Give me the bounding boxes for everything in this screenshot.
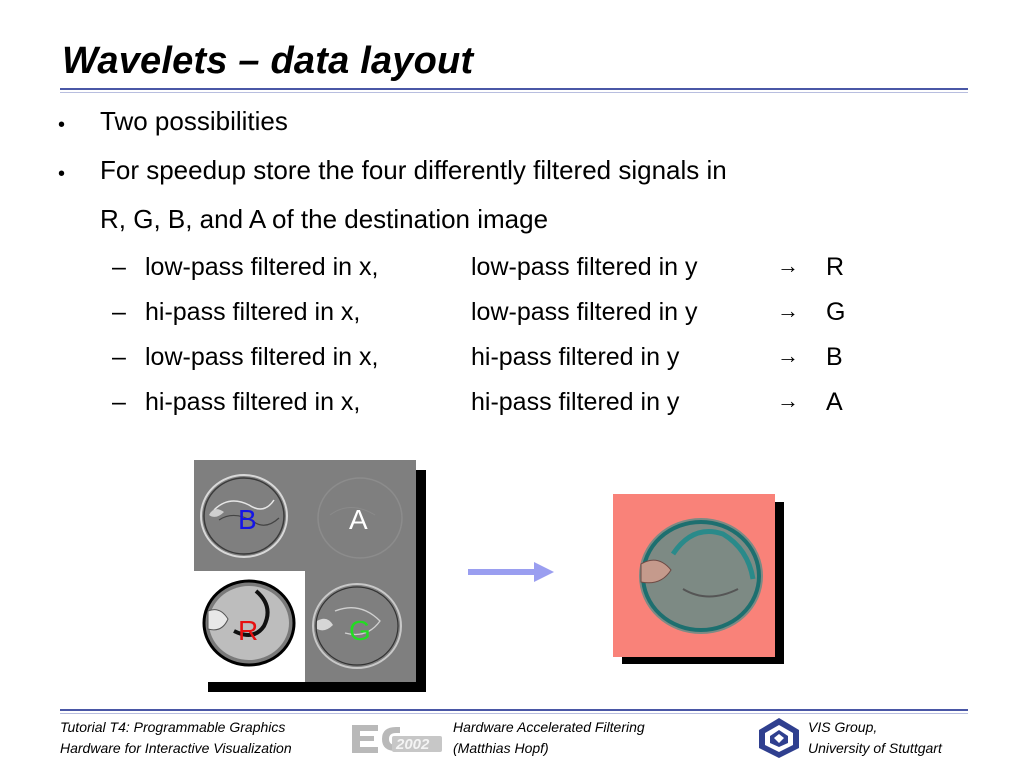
slide-title: Wavelets – data layout [62, 40, 474, 82]
dash-marker: – [112, 298, 126, 326]
x-filter-text: hi-pass filtered in x, [145, 298, 361, 326]
footer-middle: Hardware Accelerated Filtering (Matthias… [453, 717, 645, 759]
bullet-text: For speedup store the four differently f… [100, 155, 727, 185]
quadrant-label-a: A [349, 504, 368, 535]
footer-university: University of Stuttgart [808, 740, 942, 756]
y-filter-text: hi-pass filtered in y [471, 343, 680, 371]
channel-label: G [826, 298, 846, 326]
bullet-text: R, G, B, and A of the destination image [100, 204, 549, 234]
footer-group: VIS Group, [808, 719, 878, 735]
footer-divider [60, 709, 968, 711]
footer-speaker: (Matthias Hopf) [453, 740, 549, 756]
eurographics-logo: 2002 [348, 719, 444, 757]
y-filter-text: low-pass filtered in y [471, 253, 698, 281]
result-image [613, 494, 775, 657]
quadrant-r-image: R [194, 571, 305, 682]
dash-marker: – [112, 343, 126, 371]
footer-talk-title: Hardware Accelerated Filtering [453, 719, 645, 735]
title-divider-light [60, 92, 968, 93]
x-filter-text: low-pass filtered in x, [145, 253, 379, 281]
footer-left: Tutorial T4: Programmable Graphics Hardw… [60, 717, 292, 759]
channel-label: B [826, 343, 843, 371]
dash-marker: – [112, 253, 126, 281]
footer-right: VIS Group, University of Stuttgart [808, 717, 942, 759]
right-arrow-icon: → [777, 253, 799, 278]
channel-label: R [826, 253, 845, 281]
footer-divider-light [60, 713, 968, 714]
right-arrow-icon: → [777, 343, 799, 368]
quadrant-g-image: G [305, 571, 416, 682]
y-filter-text: low-pass filtered in y [471, 298, 698, 326]
quadrant-label-b: B [238, 504, 257, 535]
footer-course-line2: Hardware for Interactive Visualization [60, 740, 292, 756]
vis-group-logo-icon [756, 716, 802, 760]
quadrant-label-g: G [349, 615, 371, 646]
title-divider [60, 88, 968, 90]
quadrant-label-r: R [238, 615, 259, 646]
x-filter-text: hi-pass filtered in x, [145, 388, 361, 416]
quadrant-a-image: A [305, 460, 416, 571]
right-arrow-icon [468, 562, 554, 582]
x-filter-text: low-pass filtered in x, [145, 343, 379, 371]
footer-course-line1: Tutorial T4: Programmable Graphics [60, 719, 286, 735]
right-arrow-icon: → [777, 388, 799, 413]
bullet-marker: • [58, 114, 66, 136]
y-filter-text: hi-pass filtered in y [471, 388, 680, 416]
quadrant-b-image: B [194, 460, 305, 571]
dash-marker: – [112, 388, 126, 416]
bullet-text: Two possibilities [100, 106, 288, 136]
bullet-marker: • [58, 163, 66, 185]
right-arrow-icon: → [777, 298, 799, 323]
channel-label: A [826, 388, 843, 416]
logo-year: 2002 [396, 736, 430, 753]
